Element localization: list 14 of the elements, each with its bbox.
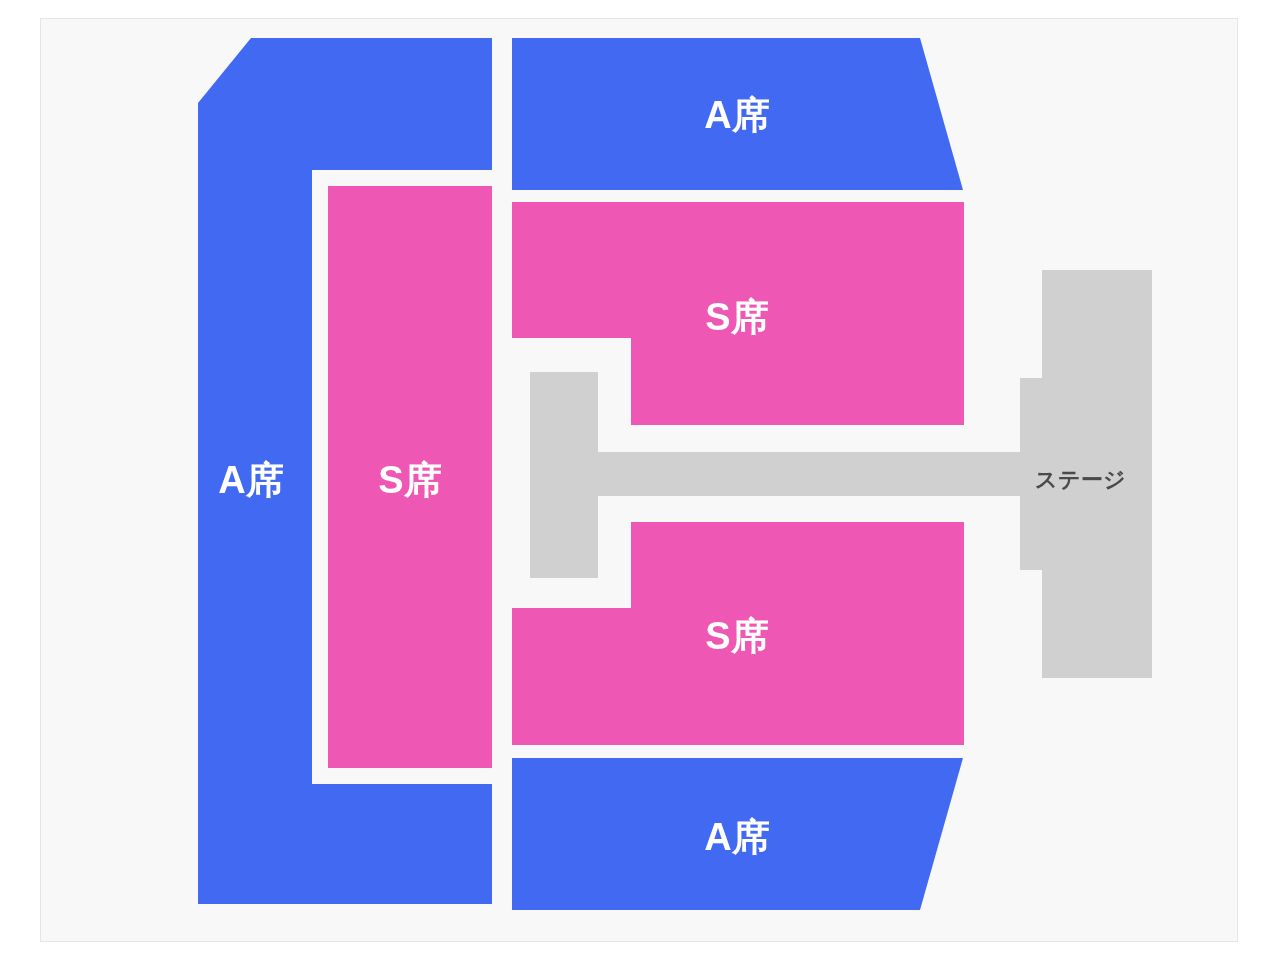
stage-area <box>530 270 1152 678</box>
seating-section <box>512 38 963 190</box>
section-label: S席 <box>378 461 442 499</box>
stage-label: ステージ <box>1034 469 1126 491</box>
seating-section <box>512 758 963 910</box>
section-label: A席 <box>704 818 770 856</box>
seating-section <box>198 38 492 904</box>
section-label: A席 <box>704 96 770 134</box>
seating-section <box>512 202 964 425</box>
seating-section <box>512 522 964 745</box>
section-label: A席 <box>218 461 284 499</box>
section-label: S席 <box>705 617 769 655</box>
section-label: S席 <box>705 298 769 336</box>
seating-section <box>328 186 492 768</box>
